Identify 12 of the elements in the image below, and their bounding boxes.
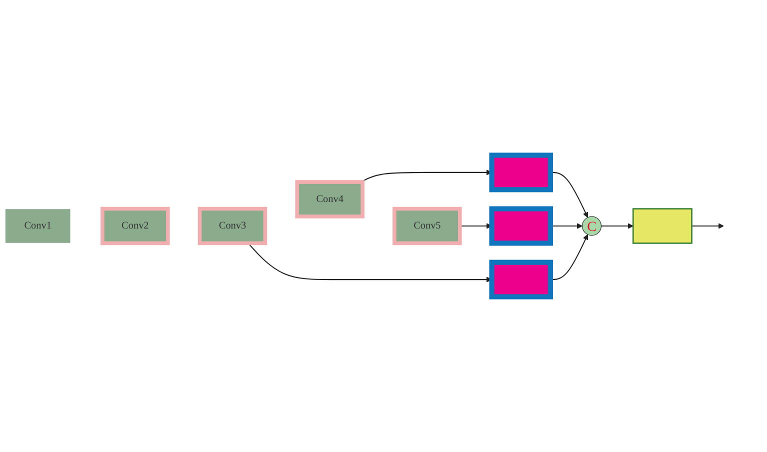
node-box xyxy=(100,206,170,246)
node-circle xyxy=(582,216,602,236)
node-box xyxy=(295,180,364,218)
node-box xyxy=(489,206,553,246)
arrow xyxy=(692,223,724,229)
node-box xyxy=(632,208,692,244)
node-box xyxy=(489,260,553,300)
arrow xyxy=(601,223,634,229)
node-box xyxy=(489,152,553,192)
node-box xyxy=(198,206,268,246)
node-box xyxy=(392,206,462,246)
node-box xyxy=(4,208,71,244)
